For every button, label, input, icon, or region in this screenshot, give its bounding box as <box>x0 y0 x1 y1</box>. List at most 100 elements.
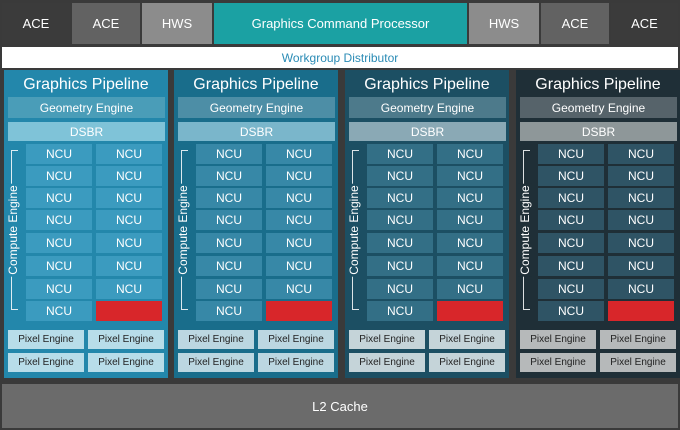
ncu-block: NCU <box>96 166 162 186</box>
disabled-ncu <box>608 301 674 321</box>
ncu-block: NCU <box>367 166 433 186</box>
pixel-engine: Pixel Engine <box>349 330 425 349</box>
ncu-block: NCU <box>367 301 433 321</box>
ncu-block: NCU <box>437 166 503 186</box>
ncu-block: NCU <box>266 188 332 208</box>
ncu-block: NCU <box>437 256 503 276</box>
pixel-engine: Pixel Engine <box>520 353 596 372</box>
pixel-engine: Pixel Engine <box>600 330 676 349</box>
ncu-block: NCU <box>196 144 262 164</box>
top-ace-1: ACE <box>2 3 70 44</box>
ncu-block: NCU <box>367 188 433 208</box>
ncu-block: NCU <box>196 166 262 186</box>
ncu-block: NCU <box>196 279 262 299</box>
ncu-block: NCU <box>437 233 503 253</box>
hws-label: HWS <box>161 16 193 31</box>
ncu-block: NCU <box>437 144 503 164</box>
ncu-block: NCU <box>266 233 332 253</box>
ncu-block: NCU <box>608 144 674 164</box>
dsbr: DSBR <box>8 122 165 141</box>
disabled-ncu <box>437 301 503 321</box>
compute-engine-label: Compute Engine <box>518 183 532 277</box>
ncu-block: NCU <box>367 256 433 276</box>
ncu-block: NCU <box>196 301 262 321</box>
ncu-block: NCU <box>26 166 92 186</box>
compute-engine-label: Compute Engine <box>6 183 20 277</box>
ncu-block: NCU <box>96 144 162 164</box>
ncu-block: NCU <box>266 279 332 299</box>
pixel-engine: Pixel Engine <box>520 330 596 349</box>
ncu-block: NCU <box>538 210 604 230</box>
ncu-block: NCU <box>266 210 332 230</box>
ncu-block: NCU <box>608 188 674 208</box>
ncu-block: NCU <box>608 279 674 299</box>
ncu-block: NCU <box>96 256 162 276</box>
ncu-block: NCU <box>538 279 604 299</box>
dsbr: DSBR <box>520 122 677 141</box>
ncu-block: NCU <box>538 144 604 164</box>
pipeline-title: Graphics Pipeline <box>193 76 319 93</box>
ncu-block: NCU <box>266 256 332 276</box>
pixel-engine: Pixel Engine <box>88 330 164 349</box>
geometry-engine: Geometry Engine <box>178 97 335 118</box>
geometry-engine: Geometry Engine <box>349 97 506 118</box>
pixel-engine: Pixel Engine <box>429 353 505 372</box>
ncu-block: NCU <box>26 279 92 299</box>
disabled-ncu <box>266 301 332 321</box>
ncu-block: NCU <box>608 166 674 186</box>
ncu-block: NCU <box>196 233 262 253</box>
compute-engine-label: Compute Engine <box>176 183 190 277</box>
ace-label: ACE <box>22 16 50 31</box>
ncu-block: NCU <box>538 166 604 186</box>
pixel-engine: Pixel Engine <box>429 330 505 349</box>
ncu-block: NCU <box>26 233 92 253</box>
pixel-engine: Pixel Engine <box>178 330 254 349</box>
ncu-block: NCU <box>538 301 604 321</box>
pipeline-title: Graphics Pipeline <box>364 76 490 93</box>
ncu-block: NCU <box>538 188 604 208</box>
ncu-block: NCU <box>608 256 674 276</box>
top-ace-2: ACE <box>72 3 140 44</box>
pixel-engine: Pixel Engine <box>8 353 84 372</box>
ncu-block: NCU <box>96 210 162 230</box>
geometry-engine: Geometry Engine <box>520 97 677 118</box>
ncu-block: NCU <box>608 210 674 230</box>
ncu-block: NCU <box>437 210 503 230</box>
ncu-block: NCU <box>26 188 92 208</box>
ncu-block: NCU <box>266 166 332 186</box>
ncu-block: NCU <box>608 233 674 253</box>
ncu-block: NCU <box>266 144 332 164</box>
ncu-block: NCU <box>367 210 433 230</box>
pixel-engine: Pixel Engine <box>258 330 334 349</box>
top-hws-2: HWS <box>469 3 539 44</box>
ncu-block: NCU <box>196 210 262 230</box>
workgroup-distributor: Workgroup Distributor <box>2 47 678 68</box>
l2-cache: L2 Cache <box>2 384 678 428</box>
top-ace-4: ACE <box>611 3 678 44</box>
ncu-block: NCU <box>26 256 92 276</box>
pixel-engine: Pixel Engine <box>178 353 254 372</box>
ncu-block: NCU <box>367 144 433 164</box>
pixel-engine: Pixel Engine <box>8 330 84 349</box>
ncu-block: NCU <box>96 279 162 299</box>
ncu-block: NCU <box>196 256 262 276</box>
ncu-block: NCU <box>367 279 433 299</box>
ncu-block: NCU <box>96 188 162 208</box>
top-ace-3: ACE <box>541 3 609 44</box>
pipeline-title: Graphics Pipeline <box>23 76 149 93</box>
pipeline-title: Graphics Pipeline <box>535 76 661 93</box>
ncu-block: NCU <box>437 188 503 208</box>
ncu-block: NCU <box>26 210 92 230</box>
ncu-block: NCU <box>196 188 262 208</box>
top-hws-1: HWS <box>142 3 212 44</box>
pixel-engine: Pixel Engine <box>349 353 425 372</box>
dsbr: DSBR <box>178 122 335 141</box>
ncu-block: NCU <box>538 256 604 276</box>
ncu-block: NCU <box>26 144 92 164</box>
gcp-label: Graphics Command Processor <box>251 16 430 31</box>
ace-label: ACE <box>631 16 658 31</box>
pixel-engine: Pixel Engine <box>258 353 334 372</box>
pixel-engine: Pixel Engine <box>88 353 164 372</box>
